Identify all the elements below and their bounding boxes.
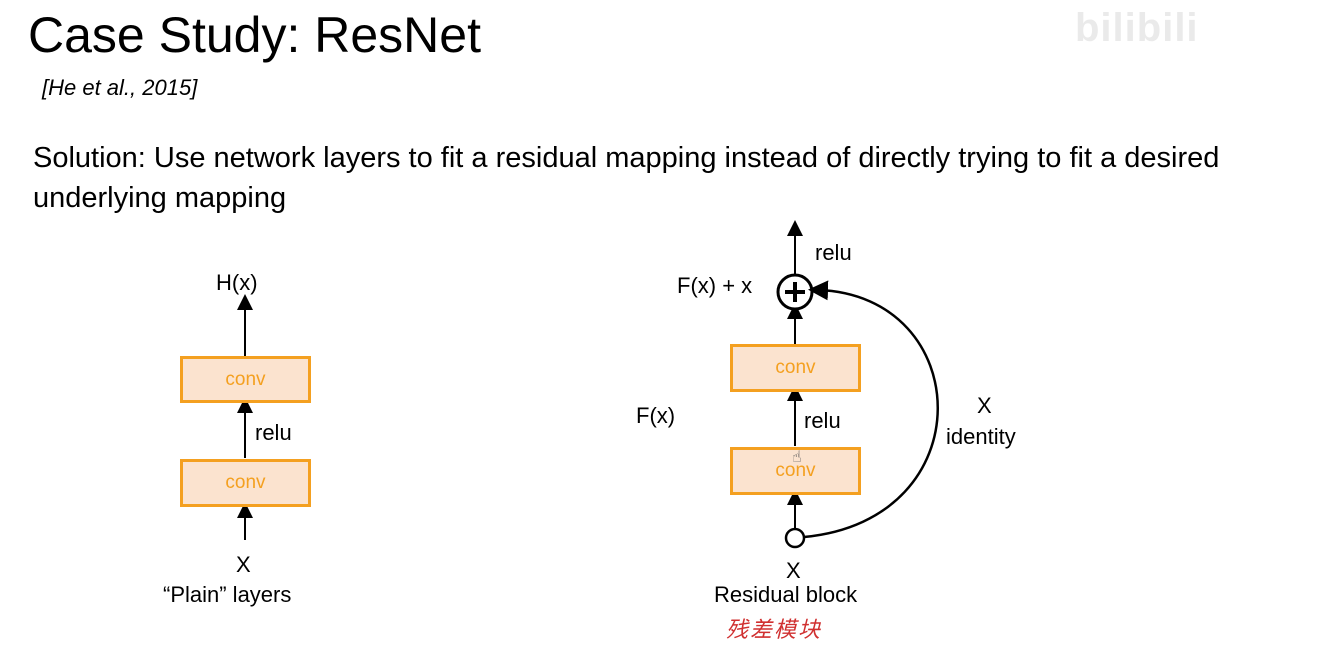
res-fx-label: F(x) [636,403,676,428]
plain-conv-bottom: conv [180,459,311,507]
citation: [He et al., 2015] [42,75,198,100]
res-input-node [784,527,806,549]
hand-cursor-icon: ☝ [792,449,802,466]
res-identity-curve [803,280,939,539]
plain-input-label: X [236,552,251,577]
res-identity-label: identity [946,424,1016,449]
handwritten-note: 残差模块 [726,618,823,643]
res-input-label: X [786,558,801,583]
res-skip-x-label: X [977,393,992,418]
res-conv-top: conv [730,344,861,392]
res-sum-label: F(x) + x [677,273,753,298]
slide-title: Case Study: ResNet [28,7,481,63]
res-caption: Residual block [714,582,858,607]
plain-caption: “Plain” layers [163,582,292,607]
plain-output-label: H(x) [216,270,258,295]
plain-conv-top: conv [180,356,311,403]
res-conv-bottom: conv [730,447,861,495]
res-relu-mid-label: relu [804,408,841,433]
bilibili-watermark: bilibili [1075,6,1199,50]
solution-text: Solution: Use network layers to fit a re… [33,142,1220,214]
res-relu-top-label: relu [815,240,852,265]
plain-relu-label: relu [255,420,292,445]
